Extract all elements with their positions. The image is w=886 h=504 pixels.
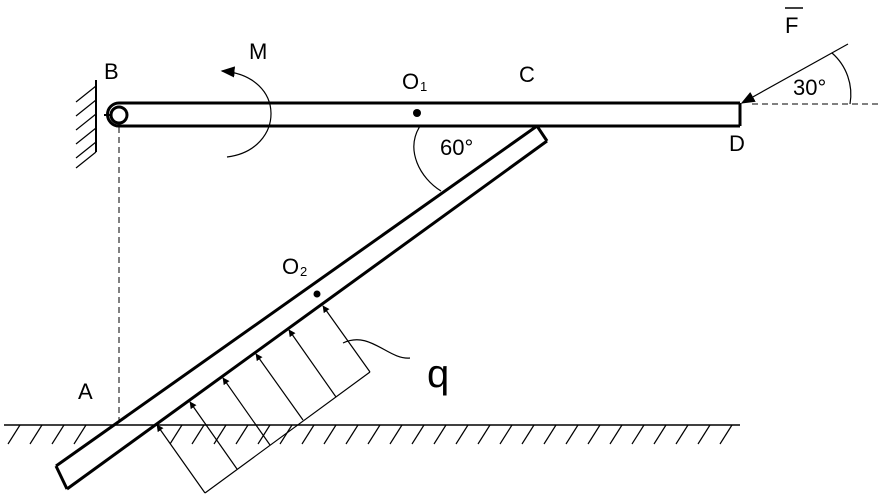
beam-bd xyxy=(106,101,742,128)
label-d: D xyxy=(729,131,745,156)
point-o1-dot xyxy=(413,109,421,117)
label-o2-subscript: 2 xyxy=(300,264,307,279)
label-f: F xyxy=(785,13,798,38)
ground xyxy=(4,424,740,445)
label-o2: O xyxy=(282,254,299,279)
angle-arc-30 xyxy=(831,52,852,105)
label-angle-30: 30° xyxy=(793,75,826,100)
label-m: M xyxy=(249,39,267,64)
pin-joint-b xyxy=(109,105,129,125)
point-o2-dot xyxy=(313,290,321,298)
moment-m-arc xyxy=(220,66,272,158)
label-a: A xyxy=(78,379,93,404)
force-f-arrow xyxy=(740,43,849,104)
label-q: q xyxy=(427,352,449,396)
label-c: C xyxy=(519,62,535,87)
inclined-bar xyxy=(54,124,549,491)
label-o1-subscript: 1 xyxy=(420,79,427,94)
distributed-load-q xyxy=(156,305,411,494)
label-o1: O xyxy=(402,69,419,94)
wall-support-b xyxy=(75,80,97,169)
label-angle-60: 60° xyxy=(440,135,473,160)
angle-arc-60 xyxy=(413,125,442,192)
label-b: B xyxy=(104,59,119,84)
